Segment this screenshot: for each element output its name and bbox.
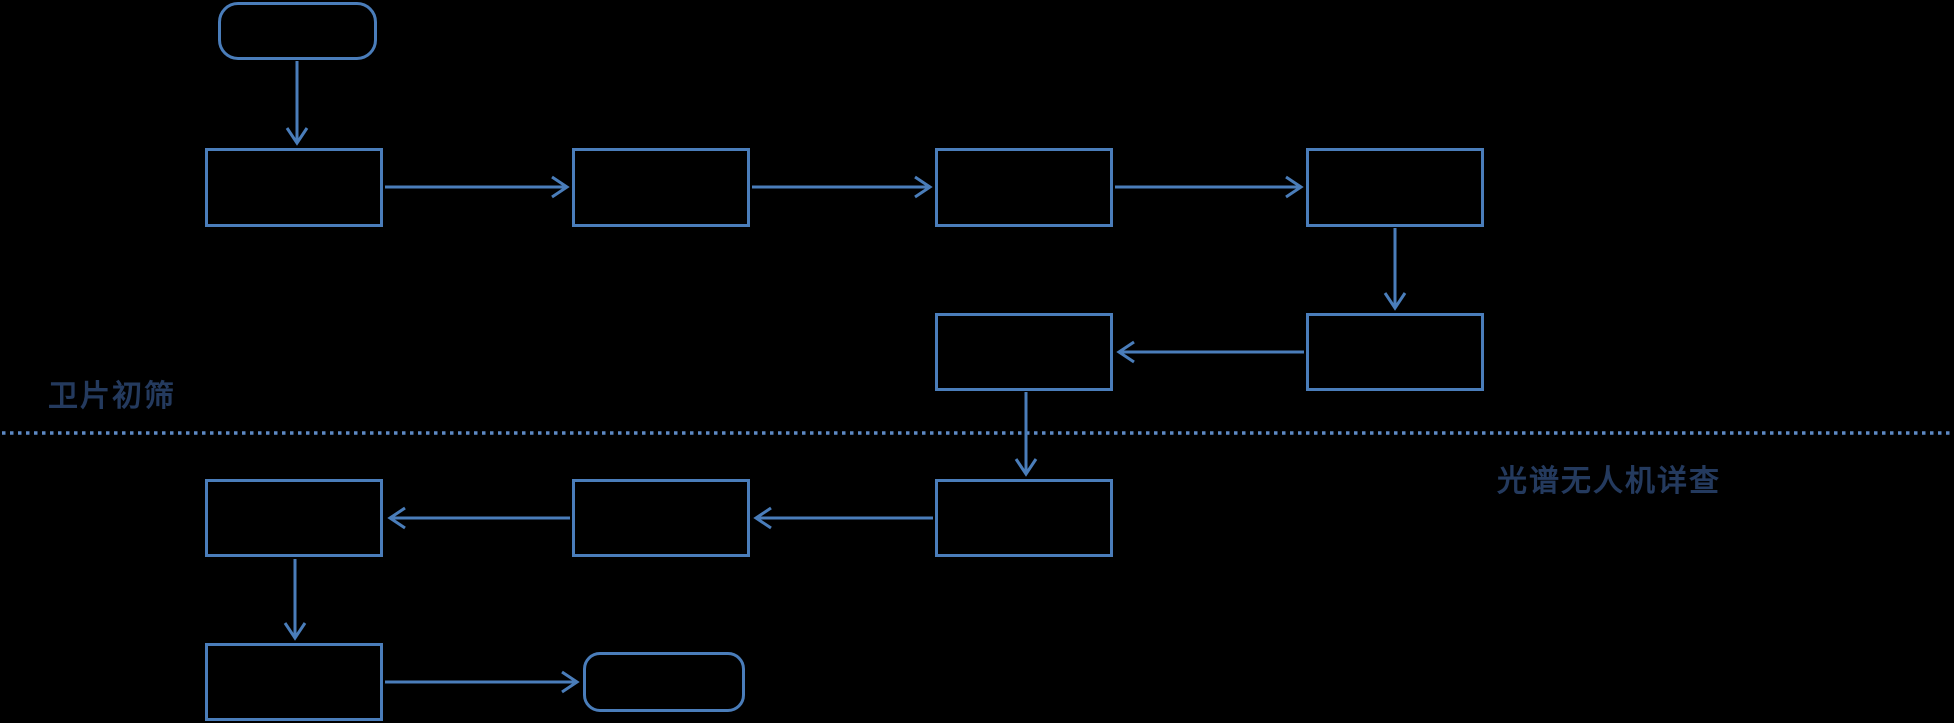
node-step-4 bbox=[1306, 148, 1484, 227]
node-end bbox=[583, 652, 745, 712]
node-step-6 bbox=[935, 313, 1113, 391]
node-step-10 bbox=[205, 643, 383, 721]
node-step-9 bbox=[205, 479, 383, 557]
node-step-8 bbox=[572, 479, 750, 557]
node-step-1 bbox=[205, 148, 383, 227]
node-step-3 bbox=[935, 148, 1113, 227]
node-step-5 bbox=[1306, 313, 1484, 391]
phase-label-satellite-screening: 卫片初筛 bbox=[48, 379, 176, 414]
node-step-2 bbox=[572, 148, 750, 227]
node-start bbox=[218, 2, 377, 60]
phase-label-spectral-drone-survey: 光谱无人机详查 bbox=[1497, 464, 1721, 499]
node-step-7 bbox=[935, 479, 1113, 557]
